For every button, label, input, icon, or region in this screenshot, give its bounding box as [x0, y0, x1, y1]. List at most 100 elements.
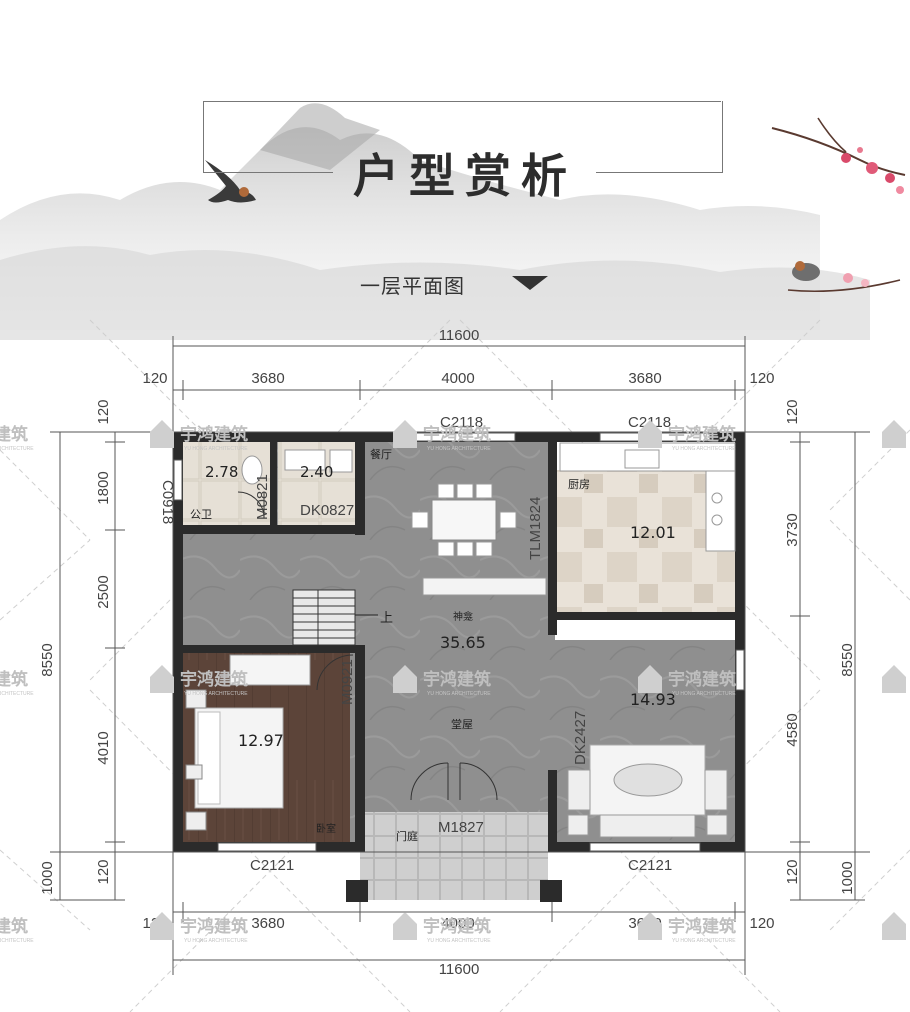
dim-total-depth-left: 8550	[39, 643, 56, 676]
dim-left-segment: 1000	[39, 861, 56, 894]
room-name: 厨房	[568, 478, 590, 491]
bed	[185, 654, 311, 831]
door-label: TLM1824	[527, 497, 544, 560]
door-label: DK2427	[572, 711, 589, 765]
dim-bottom-segment: 120	[749, 915, 774, 932]
dim-right-segment: 120	[784, 399, 801, 424]
watermark: 宇鸿建筑 YU HONG ARCHITECTURE	[0, 424, 34, 452]
dim-bottom-segment: 3680	[251, 915, 284, 932]
watermark: 宇鸿建筑 YU HONG ARCHITECTURE	[638, 912, 736, 944]
svg-text:YU HONG ARCHITECTURE: YU HONG ARCHITECTURE	[427, 938, 491, 944]
door-label: DK0827	[300, 502, 354, 519]
title-frame-bottom	[203, 172, 333, 173]
dimension-lines	[50, 336, 870, 975]
window-label: C2121	[628, 857, 672, 874]
bird-icon	[205, 160, 256, 203]
sofa-set	[567, 744, 728, 838]
dim-top-segment: 3680	[251, 370, 284, 387]
watermark: 宇鸿建筑 YU HONG ARCHITECTURE	[393, 420, 491, 452]
dim-top-segment: 120	[749, 370, 774, 387]
dim-left-segment: 120	[95, 859, 112, 884]
svg-text:宇鸿建筑: 宇鸿建筑	[0, 669, 28, 690]
dim-total-width-top: 11600	[439, 327, 480, 344]
svg-text:YU HONG ARCHITECTURE: YU HONG ARCHITECTURE	[427, 691, 491, 697]
dim-top-segment: 3680	[628, 370, 661, 387]
bird-icon	[787, 261, 901, 293]
window-label: C0918	[159, 480, 176, 524]
watermark: 宇鸿建筑 YU HONG ARCHITECTURE	[150, 420, 248, 452]
doors	[237, 491, 498, 801]
door-label: M1827	[438, 819, 484, 836]
svg-text:YU HONG ARCHITECTURE: YU HONG ARCHITECTURE	[672, 938, 736, 944]
watermark	[882, 665, 906, 693]
down-triangle-icon	[512, 276, 548, 290]
title-frame-bottom	[596, 172, 722, 173]
svg-text:宇鸿建筑: 宇鸿建筑	[423, 669, 491, 690]
dim-right-segment: 3730	[784, 513, 801, 546]
room-name: 公卫	[190, 508, 212, 521]
watermark: 宇鸿建筑 YU HONG ARCHITECTURE	[393, 912, 491, 944]
watermark: 宇鸿建筑 YU HONG ARCHITECTURE	[150, 912, 248, 944]
room-name: 神龛	[453, 610, 473, 623]
svg-text:宇鸿建筑: 宇鸿建筑	[180, 424, 248, 445]
dim-left-segment: 4010	[95, 731, 112, 764]
title-frame-top	[203, 101, 721, 102]
room-area: 12.97	[238, 731, 284, 750]
svg-text:YU HONG ARCHITECTURE: YU HONG ARCHITECTURE	[672, 691, 736, 697]
svg-text:YU HONG ARCHITECTURE: YU HONG ARCHITECTURE	[184, 691, 248, 697]
door-label: M0921	[339, 659, 356, 705]
dim-top-segment: 120	[142, 370, 167, 387]
svg-text:YU HONG ARCHITECTURE: YU HONG ARCHITECTURE	[427, 446, 491, 452]
page-title: 户型赏析	[353, 149, 577, 203]
staircase	[292, 589, 356, 646]
svg-text:宇鸿建筑: 宇鸿建筑	[668, 916, 736, 937]
watermark: 宇鸿建筑 YU HONG ARCHITECTURE	[150, 665, 248, 697]
room-name: 门庭	[396, 829, 418, 843]
watermark	[882, 420, 906, 448]
mountain-wash	[0, 103, 870, 340]
page-subtitle: 一层平面图	[360, 274, 465, 298]
room-name: 堂屋	[451, 718, 473, 731]
door-label: M0821	[254, 474, 271, 520]
svg-text:YU HONG ARCHITECTURE: YU HONG ARCHITECTURE	[0, 691, 34, 697]
dim-right-segment: 120	[784, 859, 801, 884]
svg-text:YU HONG ARCHITECTURE: YU HONG ARCHITECTURE	[0, 938, 34, 944]
plum-blossom-icon	[771, 117, 906, 194]
window-label: C2118	[440, 414, 483, 431]
svg-text:YU HONG ARCHITECTURE: YU HONG ARCHITECTURE	[0, 446, 34, 452]
room-area: 2.40	[300, 463, 333, 481]
dim-bottom-segment: 4000	[441, 915, 474, 932]
dining-table	[411, 483, 517, 557]
room-area: 35.65	[440, 633, 486, 652]
title-frame	[203, 101, 723, 173]
room-area: 2.78	[205, 463, 238, 481]
dim-left-segment: 2500	[95, 575, 112, 608]
dim-top-segment: 4000	[441, 370, 474, 387]
kitchen-floor	[555, 470, 735, 615]
svg-text:YU HONG ARCHITECTURE: YU HONG ARCHITECTURE	[184, 446, 248, 452]
dim-total-width-bottom: 11600	[439, 961, 480, 978]
room-area: 12.01	[630, 523, 676, 542]
watermark: 宇鸿建筑 YU HONG ARCHITECTURE	[0, 669, 34, 697]
watermark: 宇鸿建筑 YU HONG ARCHITECTURE	[393, 665, 491, 697]
bath-fixtures	[241, 449, 353, 485]
stair-up-label: 上	[380, 611, 393, 626]
dim-left-segment: 120	[95, 399, 112, 424]
dim-total-depth-right: 8550	[839, 643, 856, 676]
svg-text:宇鸿建筑: 宇鸿建筑	[0, 916, 28, 937]
svg-text:宇鸿建筑: 宇鸿建筑	[668, 424, 736, 445]
kitchen-counter	[559, 442, 736, 552]
room-area: 14.93	[630, 690, 676, 709]
watermark: 宇鸿建筑 YU HONG ARCHITECTURE	[0, 916, 34, 944]
svg-text:宇鸿建筑: 宇鸿建筑	[0, 424, 28, 445]
svg-text:宇鸿建筑: 宇鸿建筑	[668, 669, 736, 690]
porch-floor	[360, 812, 548, 900]
svg-text:YU HONG ARCHITECTURE: YU HONG ARCHITECTURE	[672, 446, 736, 452]
window-label: C2121	[250, 857, 294, 874]
watermark: 宇鸿建筑 YU HONG ARCHITECTURE	[638, 420, 736, 452]
dim-right-segment: 1000	[839, 861, 856, 894]
watermark-row: 宇鸿建筑 YU HONG ARCHITECTURE 宇鸿建筑 YU HONG A…	[0, 420, 906, 944]
svg-text:宇鸿建筑: 宇鸿建筑	[180, 669, 248, 690]
